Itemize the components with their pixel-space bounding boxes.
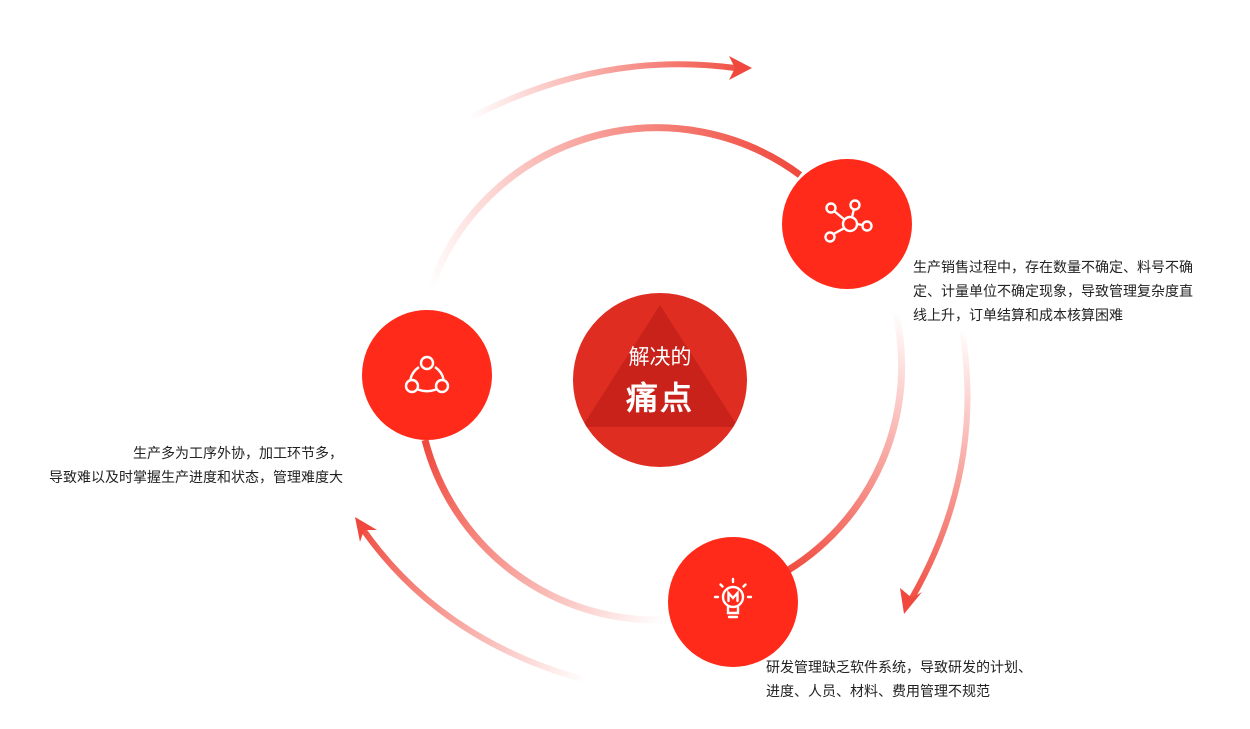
network-nodes-icon xyxy=(824,199,873,243)
description-rd-management: 研发管理缺乏软件系统，导致研发的计划、 进度、人员、材料、费用管理不规范 xyxy=(766,656,1032,704)
description-line: 研发管理缺乏软件系统，导致研发的计划、 xyxy=(766,660,1032,676)
ring-arc-right xyxy=(778,309,906,579)
ring-arc-left xyxy=(421,439,666,624)
arrowhead-right xyxy=(900,588,922,614)
description-line: 导致难以及时掌握生产进度和状态，管理难度大 xyxy=(49,470,343,486)
triangle-icon xyxy=(582,305,738,427)
node-outsourced-production xyxy=(362,310,492,440)
cycle-share-icon xyxy=(404,355,450,394)
arrowhead-top xyxy=(729,56,752,80)
outer-arrow-right xyxy=(909,329,971,600)
center-pain-points: 解决的 痛点 xyxy=(573,293,747,467)
center-title-line1: 解决的 xyxy=(628,345,692,369)
node-rd-management xyxy=(668,537,798,667)
description-line: 生产多为工序外协，加工环节多， xyxy=(133,446,343,462)
description-line: 定、计量单位不确定现象，导致管理复杂度直 xyxy=(913,284,1193,300)
description-line: 线上升，订单结算和成本核算困难 xyxy=(913,308,1123,324)
description-line: 生产销售过程中，存在数量不确定、料号不确 xyxy=(913,260,1193,276)
arrowhead-left xyxy=(355,517,377,542)
outer-arrow-top xyxy=(468,61,736,121)
ring-arc-top xyxy=(426,124,803,292)
description-quantity-uncertainty: 生产销售过程中，存在数量不确定、料号不确 定、计量单位不确定现象，导致管理复杂度… xyxy=(913,256,1193,328)
node-quantity-uncertainty xyxy=(782,159,912,289)
center-title-line2: 痛点 xyxy=(625,379,694,417)
lightbulb-m-icon xyxy=(713,577,753,619)
outer-arrow-left xyxy=(359,526,586,683)
description-outsourced-production: 生产多为工序外协，加工环节多， 导致难以及时掌握生产进度和状态，管理难度大 xyxy=(49,442,343,490)
description-line: 进度、人员、材料、费用管理不规范 xyxy=(766,684,990,700)
